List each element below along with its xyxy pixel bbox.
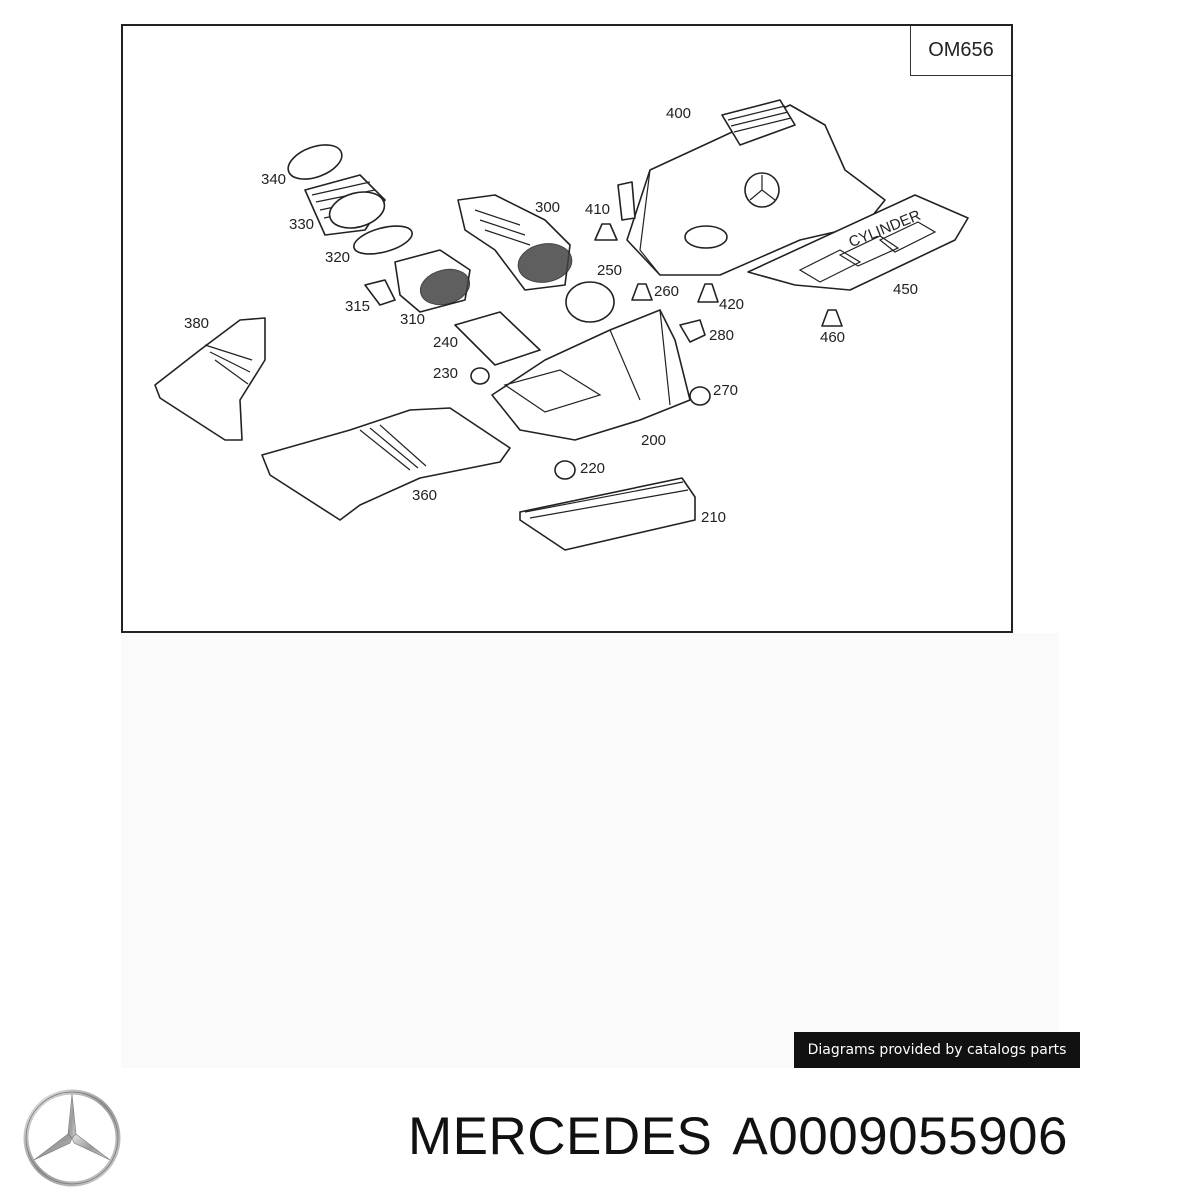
callout-420: 420 [719, 296, 744, 313]
clamp-ring-part [287, 144, 343, 180]
callout-280: 280 [709, 327, 734, 344]
callout-260: 260 [654, 283, 679, 300]
airbox-housing-part [491, 309, 691, 441]
callout-220: 220 [580, 460, 605, 477]
callout-380: 380 [184, 315, 209, 332]
cylinder-cover-part: CYLINDER [747, 194, 969, 291]
callout-320: 320 [325, 249, 350, 266]
callout-200: 200 [641, 432, 666, 449]
sensor-part [364, 279, 396, 306]
callout-210: 210 [701, 509, 726, 526]
mercedes-star-icon [23, 1089, 121, 1187]
callout-310: 310 [400, 311, 425, 328]
engine-code-label: OM656 [910, 26, 1011, 76]
callout-360: 360 [412, 487, 437, 504]
brand-name: MERCEDES [408, 1107, 713, 1166]
part-title: MERCEDES A0009055906 [408, 1106, 1088, 1167]
callout-250: 250 [597, 262, 622, 279]
callout-410: 410 [585, 201, 610, 218]
grommet-260-part [631, 283, 653, 301]
ring-220-part [554, 460, 576, 480]
grommet-410-part [594, 223, 618, 241]
seal-ring-part [353, 225, 413, 255]
callout-230: 230 [433, 365, 458, 382]
callout-340: 340 [261, 171, 286, 188]
sensor-280-part [679, 319, 706, 343]
engine-cover-part [617, 99, 886, 276]
intake-bellows-part [304, 174, 386, 236]
callout-270: 270 [713, 382, 738, 399]
ring-230-part [470, 367, 490, 385]
air-filter-part [519, 477, 696, 551]
background-panel [121, 633, 1059, 1068]
callout-330: 330 [289, 216, 314, 233]
callout-240: 240 [433, 334, 458, 351]
intake-snorkel-part [154, 317, 266, 441]
diagram-credit-banner: Diagrams provided by catalogs parts [794, 1032, 1080, 1068]
o-ring-250-part [565, 281, 615, 323]
callout-315: 315 [345, 298, 370, 315]
ring-270-part [689, 386, 711, 406]
intake-duct-360-part [261, 407, 511, 521]
callout-300: 300 [535, 199, 560, 216]
air-duct-310-part [394, 249, 471, 313]
grommet-420-part [697, 283, 719, 303]
gasket-part [454, 311, 541, 366]
part-number: A0009055906 [732, 1107, 1069, 1166]
grommet-460-part [821, 309, 843, 327]
callout-450: 450 [893, 281, 918, 298]
callout-460: 460 [820, 329, 845, 346]
callout-400: 400 [666, 105, 691, 122]
air-duct-300-part [457, 194, 573, 291]
